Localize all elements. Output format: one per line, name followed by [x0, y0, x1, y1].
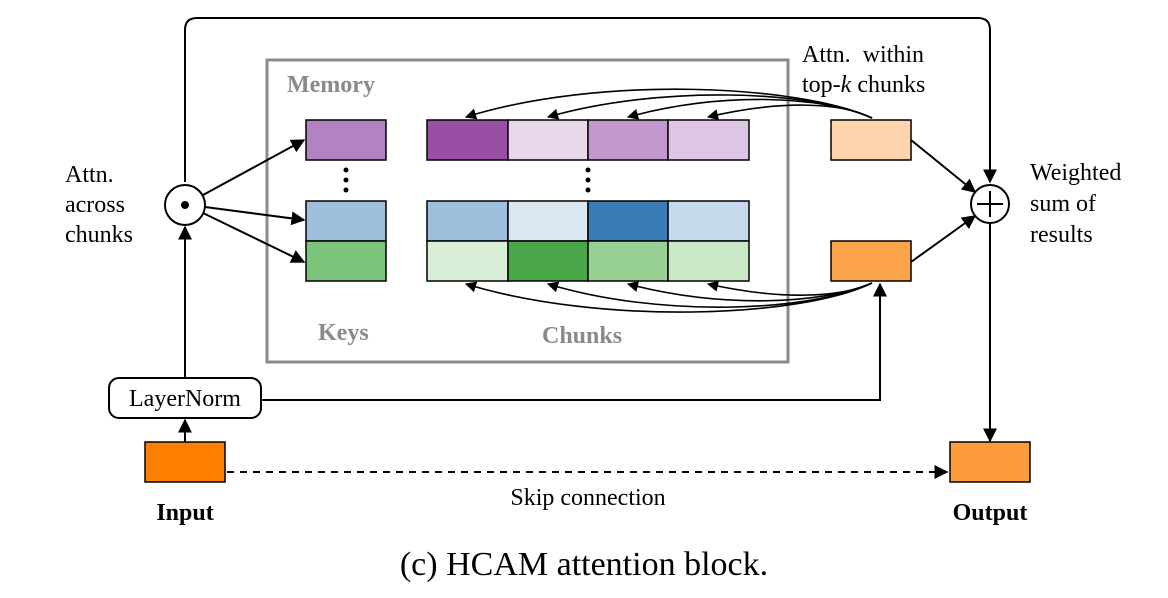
attn-within-chunks: chunks — [851, 72, 925, 98]
keys-ellipsis — [343, 167, 349, 193]
weighted-line2: sum of — [1030, 191, 1096, 217]
chunk-row-bottom — [426, 240, 750, 282]
caption: (c) HCAM attention block. — [400, 546, 768, 583]
input-box — [144, 441, 226, 483]
result-box-orange — [830, 240, 912, 282]
chunks-label: Chunks — [542, 323, 622, 349]
skip-connection-label: Skip connection — [510, 485, 665, 511]
weighted-line3: results — [1030, 222, 1093, 248]
attn-arrows-bottom — [464, 280, 873, 313]
layernorm-label: LayerNorm — [129, 386, 241, 412]
attn-across-line2: across — [65, 192, 125, 218]
attn-across-line1: Attn. — [65, 162, 114, 188]
top-loop-connector — [184, 17, 997, 184]
key-purple — [305, 119, 387, 161]
input-label: Input — [156, 500, 213, 526]
result-box-light — [830, 119, 912, 161]
attn-within-line2: top-k chunks — [802, 72, 925, 98]
arrow-layernorm-to-result — [261, 282, 887, 401]
chunk-row-middle — [426, 200, 750, 242]
memory-frame — [265, 58, 790, 364]
arrow-to-key-blue — [204, 206, 306, 226]
arrow-to-key-green — [202, 212, 306, 263]
chunks-ellipsis — [585, 167, 591, 193]
keys-label: Keys — [318, 320, 369, 346]
chunk-row-top — [426, 119, 750, 161]
dot-symbol-icon — [181, 201, 189, 209]
attn-within-line1: Attn. within — [802, 42, 924, 68]
arrow-to-key-purple — [202, 139, 306, 196]
key-green — [305, 240, 387, 282]
attn-arrows-top — [464, 88, 873, 121]
output-label: Output — [953, 500, 1028, 526]
arrow-result-light-to-plus — [910, 139, 977, 193]
memory-label: Memory — [287, 72, 375, 98]
attn-across-line3: chunks — [65, 222, 133, 248]
weighted-line1: Weighted — [1030, 160, 1121, 186]
output-box — [949, 441, 1031, 483]
attn-within-top: top- — [802, 72, 841, 98]
key-blue — [305, 200, 387, 242]
arrow-result-orange-to-plus — [910, 215, 977, 263]
attn-within-k: k — [841, 72, 852, 98]
